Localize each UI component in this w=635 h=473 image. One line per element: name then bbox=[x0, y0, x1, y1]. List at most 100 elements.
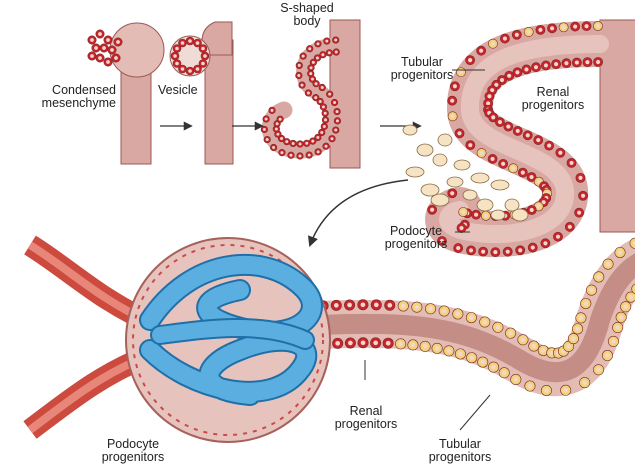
cell-nucleus bbox=[272, 146, 275, 149]
cell-nucleus bbox=[307, 91, 310, 94]
cell-nucleus bbox=[336, 119, 339, 122]
cell-nucleus bbox=[321, 53, 324, 56]
cell-nucleus bbox=[491, 115, 495, 119]
cell-nucleus bbox=[316, 42, 319, 45]
cell-nucleus bbox=[611, 339, 616, 344]
cell-nucleus bbox=[544, 63, 548, 67]
cell-nucleus bbox=[312, 61, 315, 64]
cell-nucleus bbox=[562, 25, 566, 29]
cell-nucleus bbox=[334, 39, 337, 42]
cell-nucleus bbox=[568, 225, 572, 229]
cell-nucleus bbox=[94, 46, 98, 50]
cell-nucleus bbox=[527, 30, 531, 34]
cell-nucleus bbox=[469, 315, 474, 320]
cell-nucleus bbox=[311, 140, 314, 143]
cell-nucleus bbox=[201, 47, 205, 51]
cell-nucleus bbox=[582, 380, 587, 385]
cell-nucleus bbox=[289, 154, 292, 157]
cell-nucleus bbox=[573, 24, 577, 28]
cell-nucleus bbox=[490, 157, 494, 161]
cell-nucleus bbox=[188, 39, 192, 43]
podocyte-cell bbox=[406, 167, 424, 177]
cell-nucleus bbox=[106, 60, 110, 64]
cell-nucleus bbox=[536, 138, 540, 142]
cell-nucleus bbox=[196, 67, 200, 71]
cell-nucleus bbox=[430, 208, 434, 212]
cell-nucleus bbox=[521, 337, 526, 342]
cell-nucleus bbox=[298, 64, 301, 67]
cell-nucleus bbox=[114, 56, 118, 60]
cell-nucleus bbox=[325, 145, 328, 148]
cell-nucleus bbox=[386, 341, 391, 346]
cell-nucleus bbox=[534, 65, 538, 69]
cell-nucleus bbox=[496, 325, 501, 330]
cell-nucleus bbox=[181, 41, 185, 45]
cell-nucleus bbox=[584, 24, 588, 28]
cell-nucleus bbox=[336, 110, 339, 113]
cell-nucleus bbox=[102, 46, 106, 50]
cell-nucleus bbox=[461, 210, 465, 214]
cell-nucleus bbox=[435, 346, 440, 351]
cell-nucleus bbox=[556, 235, 560, 239]
cell-nucleus bbox=[453, 84, 457, 88]
cell-nucleus bbox=[280, 137, 283, 140]
cell-nucleus bbox=[315, 82, 318, 85]
cell-nucleus bbox=[501, 162, 505, 166]
cell-nucleus bbox=[623, 304, 628, 309]
cell-nucleus bbox=[526, 133, 530, 137]
cell-nucleus bbox=[279, 118, 282, 121]
cell-nucleus bbox=[323, 125, 326, 128]
cell-nucleus bbox=[442, 309, 447, 314]
cell-nucleus bbox=[325, 40, 328, 43]
cell-nucleus bbox=[596, 24, 600, 28]
label-vesicle: Vesicle bbox=[158, 84, 198, 97]
cell-nucleus bbox=[203, 54, 207, 58]
cell-nucleus bbox=[106, 38, 110, 42]
cell-nucleus bbox=[458, 352, 463, 357]
cell-nucleus bbox=[415, 305, 420, 310]
podocyte-cell bbox=[421, 184, 439, 196]
cell-nucleus bbox=[544, 388, 549, 393]
cell-nucleus bbox=[583, 301, 588, 306]
cell-nucleus bbox=[175, 62, 179, 66]
cell-nucleus bbox=[575, 326, 580, 331]
cell-nucleus bbox=[173, 54, 177, 58]
podocyte-cell bbox=[491, 210, 505, 220]
cell-nucleus bbox=[506, 250, 510, 254]
cell-nucleus bbox=[310, 66, 313, 69]
cell-nucleus bbox=[334, 303, 339, 308]
cell-nucleus bbox=[374, 303, 379, 308]
cell-nucleus bbox=[537, 204, 541, 208]
cell-nucleus bbox=[596, 60, 600, 64]
cell-nucleus bbox=[569, 161, 573, 165]
cell-nucleus bbox=[502, 370, 507, 375]
cell-nucleus bbox=[447, 349, 452, 354]
podocyte-cell bbox=[417, 144, 433, 156]
cell-nucleus bbox=[541, 348, 546, 353]
cell-nucleus bbox=[457, 131, 461, 135]
cell-nucleus bbox=[468, 143, 472, 147]
podocyte-cell bbox=[454, 160, 470, 170]
cell-nucleus bbox=[518, 248, 522, 252]
cell-nucleus bbox=[98, 56, 102, 60]
cell-nucleus bbox=[116, 40, 120, 44]
cell-nucleus bbox=[596, 275, 601, 280]
podocyte-cell bbox=[438, 134, 452, 146]
cell-nucleus bbox=[373, 341, 378, 346]
cell-nucleus bbox=[547, 144, 551, 148]
cell-nucleus bbox=[498, 120, 502, 124]
cell-nucleus bbox=[491, 365, 496, 370]
cell-nucleus bbox=[566, 344, 571, 349]
cell-nucleus bbox=[175, 47, 179, 51]
cell-nucleus bbox=[530, 208, 534, 212]
cell-nucleus bbox=[511, 166, 515, 170]
cell-nucleus bbox=[188, 69, 192, 73]
cell-nucleus bbox=[331, 137, 334, 140]
cell-nucleus bbox=[606, 262, 611, 267]
s-shaped-body-stage bbox=[261, 20, 360, 168]
